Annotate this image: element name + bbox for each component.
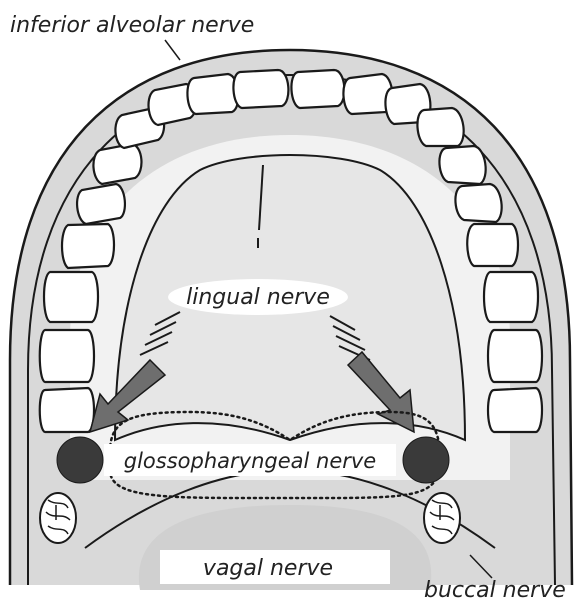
tooth <box>40 388 94 432</box>
tooth <box>233 70 288 108</box>
gland-right <box>424 493 460 543</box>
label-lingual-nerve: lingual nerve <box>186 285 330 310</box>
tooth <box>44 272 98 322</box>
tooth <box>291 70 344 108</box>
tonsil-right <box>403 437 449 483</box>
tooth <box>40 330 94 382</box>
tooth <box>77 184 125 224</box>
tonsil-left <box>57 437 103 483</box>
label-buccal-nerve: buccal nerve <box>424 578 566 603</box>
tooth <box>93 144 141 184</box>
leader-inferior-alveolar <box>165 40 180 60</box>
label-inferior-alveolar-nerve: inferior alveolar nerve <box>10 13 254 38</box>
tooth <box>484 272 538 322</box>
tooth <box>187 74 238 114</box>
tooth <box>467 224 518 266</box>
tooth <box>417 108 463 146</box>
label-vagal-nerve: vagal nerve <box>203 556 333 581</box>
label-glossopharyngeal-nerve: glossopharyngeal nerve <box>124 449 376 473</box>
tooth <box>455 184 501 222</box>
tooth <box>439 146 485 184</box>
tooth <box>488 388 542 432</box>
tooth <box>488 330 542 382</box>
gland-left <box>40 493 76 543</box>
tooth <box>62 224 114 268</box>
